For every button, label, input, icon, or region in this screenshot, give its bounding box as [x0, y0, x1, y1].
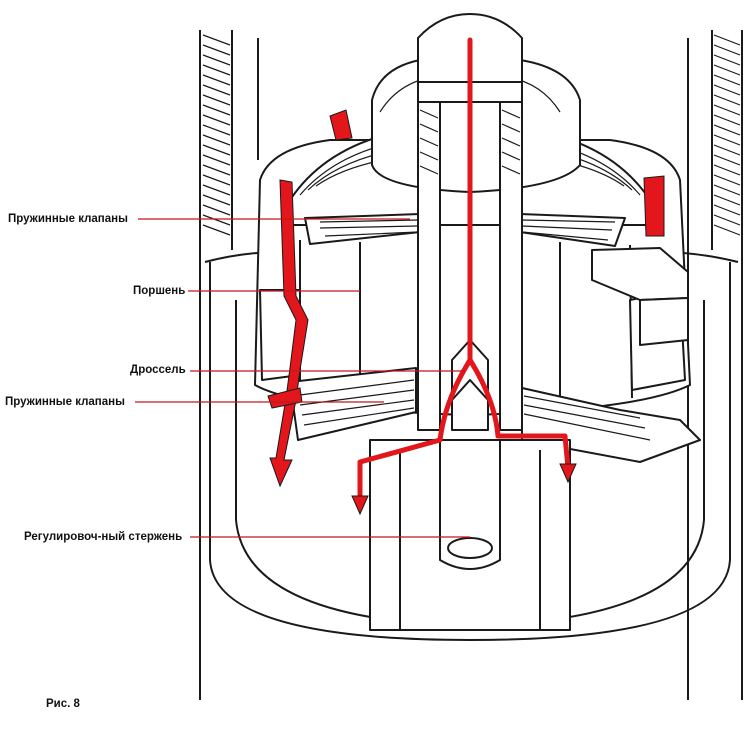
flow-arrow-top-left: [329, 109, 353, 141]
label-spring-valves-top: Пружинные клапаны: [8, 213, 128, 225]
figure-caption: Рис. 8: [46, 698, 80, 710]
flow-arrow-top-right: [643, 175, 665, 237]
thread-left: [202, 30, 233, 250]
leader-lines: [135, 218, 470, 538]
flow-arrows: [267, 37, 665, 516]
label-throttle: Дроссель: [130, 364, 186, 376]
flow-left-down: [269, 179, 309, 488]
label-adjusting-rod: Регулировоч-ный стержень: [24, 531, 183, 543]
flow-split-right: [467, 357, 571, 471]
label-spring-valves-bottom: Пружинные клапаны: [5, 396, 125, 408]
flow-arrowhead-bottom-left: [351, 495, 369, 516]
label-piston: Поршень: [133, 285, 186, 297]
thread-right: [711, 30, 741, 250]
central-rod: [371, 13, 581, 431]
flow-arrowhead-bottom-right: [559, 463, 577, 484]
